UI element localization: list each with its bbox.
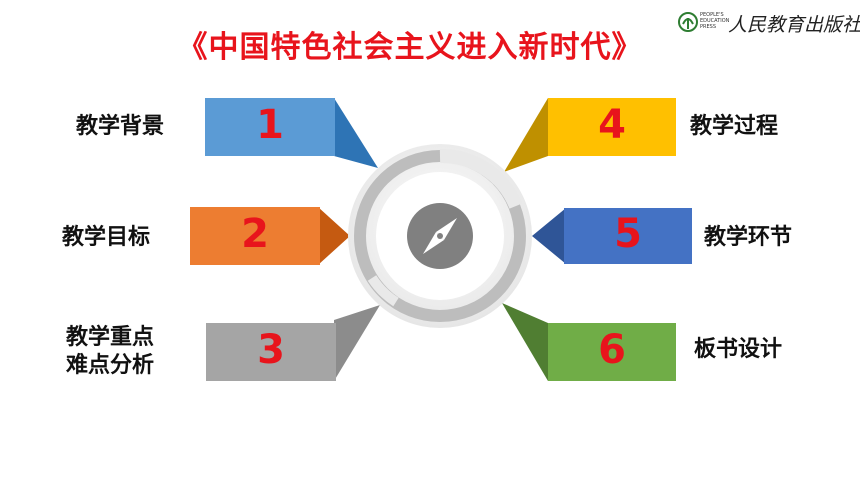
item-3-shape — [206, 305, 380, 381]
item-2-label[interactable]: 教学目标 — [62, 225, 151, 250]
item-1-label[interactable]: 教学背景 — [76, 114, 165, 139]
item-6-label[interactable]: 板书设计 — [694, 337, 783, 362]
item-3-number: 3 — [257, 327, 285, 373]
item-4-shape — [504, 98, 676, 172]
item-6-number: 6 — [598, 327, 626, 373]
item-5-shape — [532, 208, 692, 264]
item-5-label[interactable]: 教学环节 — [704, 225, 793, 250]
item-2-shape — [190, 207, 350, 265]
item-2-number: 2 — [241, 211, 269, 257]
item-4-number: 4 — [598, 102, 626, 148]
item-1-number: 1 — [256, 102, 284, 148]
publisher-logo: PEOPLE'S EDUCATION PRESS 人民教育出版社 — [676, 8, 860, 40]
item-3-label[interactable]: 教学重点 难点分析 — [66, 325, 155, 378]
item-5-number: 5 — [614, 211, 642, 257]
item-1-shape — [205, 98, 378, 168]
publisher-english-name: PEOPLE'S EDUCATION PRESS — [700, 12, 730, 30]
item-6-shape — [502, 303, 676, 381]
publisher-name: 人民教育出版社 — [728, 14, 860, 36]
compass-icon — [407, 203, 473, 269]
pep-logo-icon — [678, 12, 698, 32]
item-4-label[interactable]: 教学过程 — [690, 114, 779, 139]
page-title: 《中国特色社会主义进入新时代》 — [177, 30, 643, 65]
